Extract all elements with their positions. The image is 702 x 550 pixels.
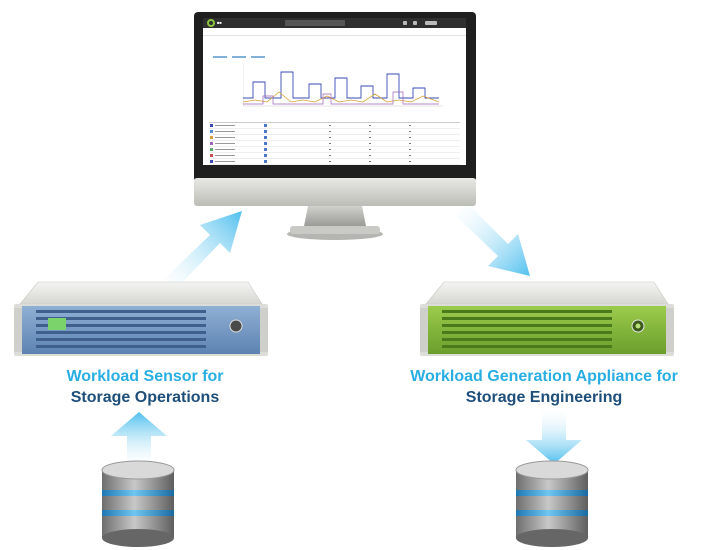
workload-sensor-server bbox=[14, 281, 268, 356]
sensor-caption-line1: Workload Sensor for bbox=[66, 368, 224, 385]
table-row bbox=[209, 129, 460, 135]
notification-icon bbox=[403, 21, 407, 25]
logo-icon bbox=[207, 19, 215, 27]
search-input bbox=[285, 20, 345, 26]
table-row bbox=[209, 115, 460, 123]
tab bbox=[213, 56, 227, 58]
appliance-caption-line2: Storage Engineering bbox=[465, 389, 623, 406]
breadcrumb bbox=[203, 28, 466, 36]
sensor-caption-line2: Storage Operations bbox=[70, 389, 220, 406]
table-row bbox=[209, 147, 460, 153]
app-topbar: ■■ bbox=[203, 18, 466, 28]
tab bbox=[251, 56, 265, 58]
table-row bbox=[209, 123, 460, 129]
mini-chart bbox=[243, 64, 443, 107]
arrow-up-right-icon bbox=[164, 211, 242, 291]
arrow-up-icon bbox=[111, 412, 167, 466]
dashboard-screen: ■■ bbox=[203, 18, 466, 165]
appliance-caption-line1: Workload Generation Appliance for bbox=[410, 368, 678, 385]
database-icon bbox=[101, 460, 175, 547]
table-row bbox=[209, 141, 460, 147]
logo-wordmark: ■■ bbox=[217, 20, 222, 25]
arrow-down-icon bbox=[526, 410, 582, 464]
tab bbox=[232, 56, 246, 58]
sensor-caption: Workload Sensor for Storage Operations bbox=[20, 366, 270, 408]
arrow-down-right-icon bbox=[456, 204, 530, 276]
tab-strip bbox=[213, 45, 270, 58]
database-icon bbox=[515, 460, 589, 547]
table-row bbox=[209, 135, 460, 141]
settings-icon bbox=[413, 21, 417, 25]
table-row bbox=[209, 153, 460, 159]
appliance-caption: Workload Generation Appliance for Storag… bbox=[396, 366, 692, 408]
workload-generation-appliance bbox=[420, 281, 674, 356]
user-icon bbox=[425, 21, 437, 25]
table-row bbox=[209, 159, 460, 165]
data-table bbox=[209, 115, 460, 165]
